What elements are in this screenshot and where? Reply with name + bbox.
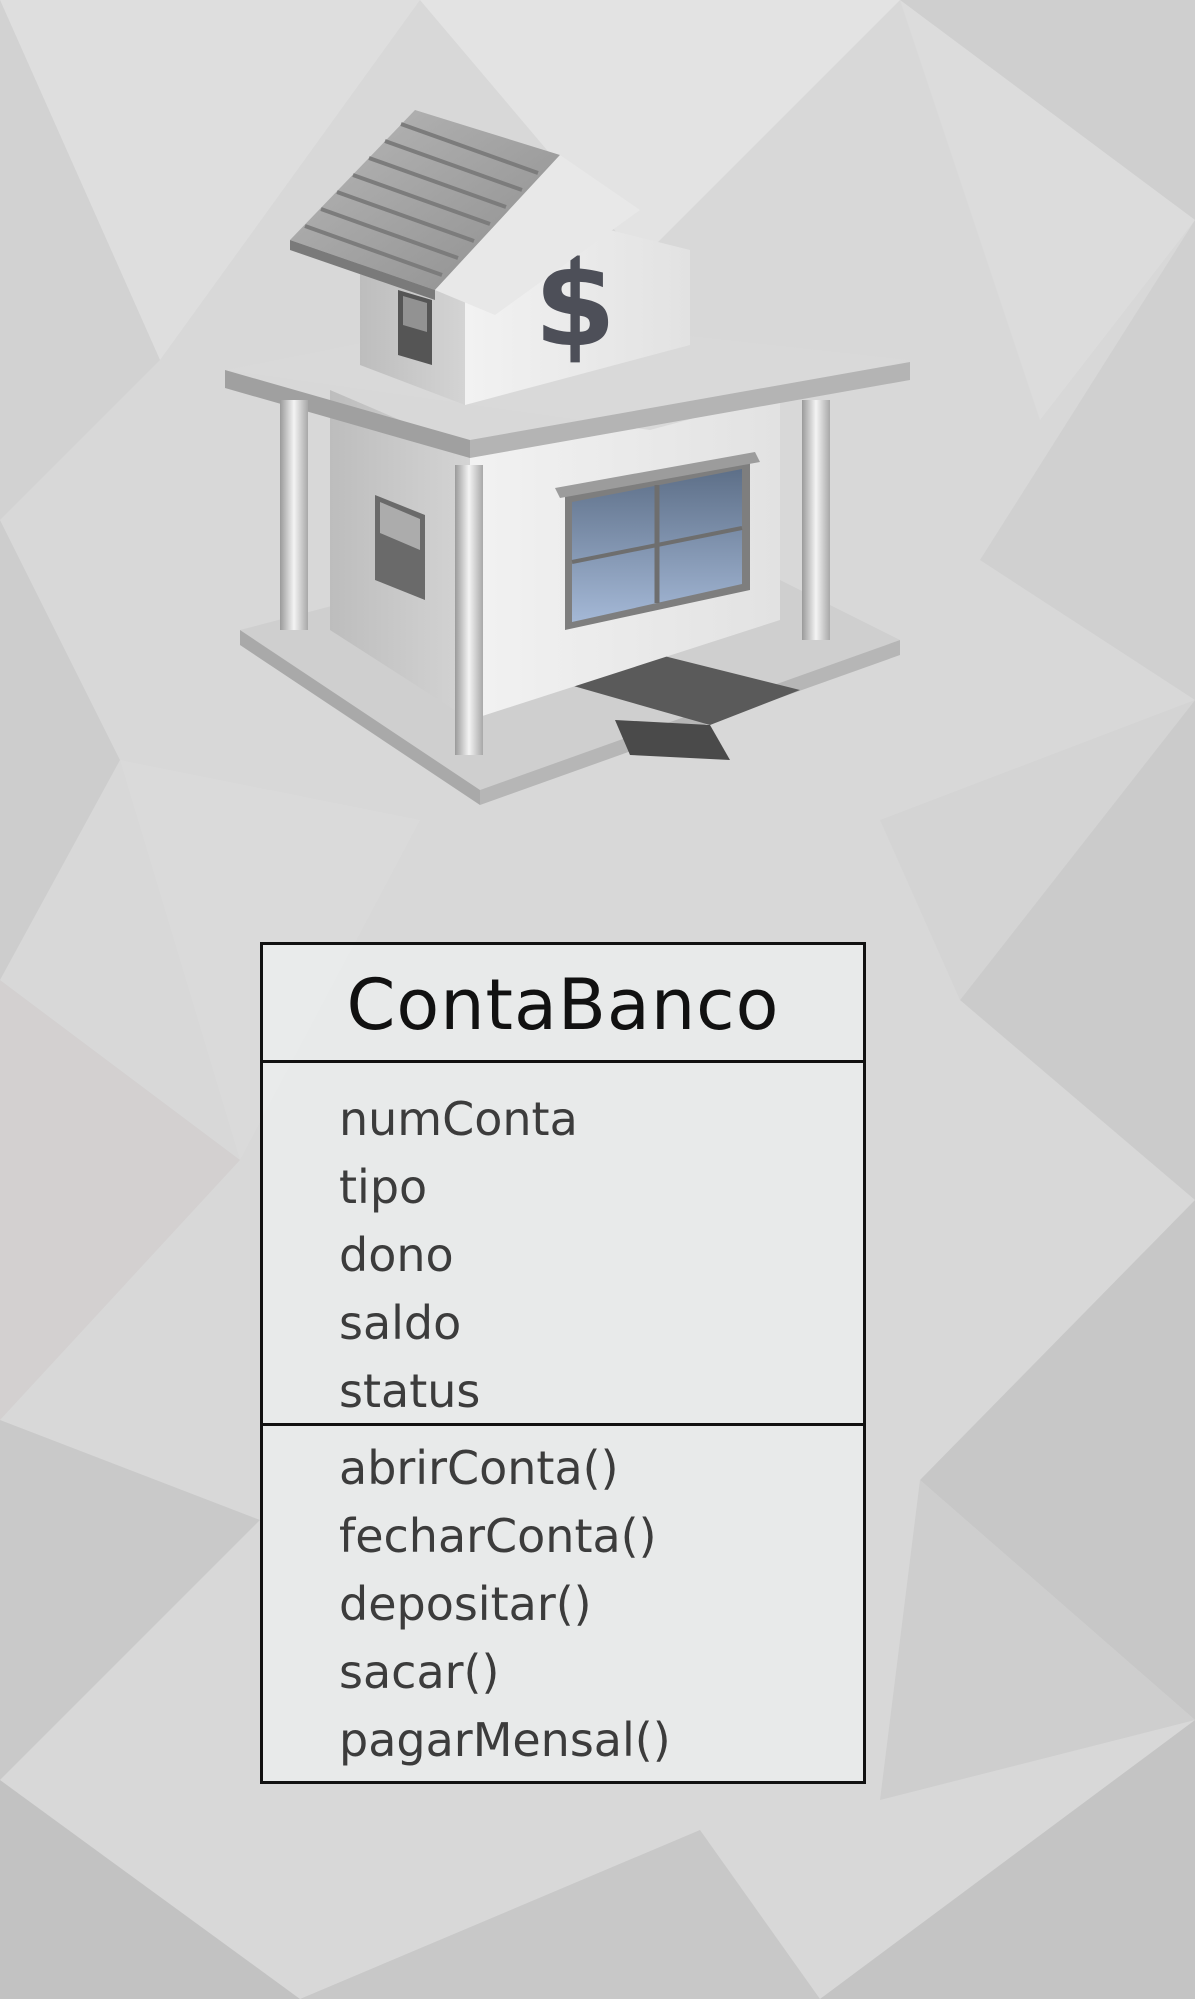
uml-class-box: ContaBanco numConta tipo dono saldo stat…	[260, 942, 866, 1784]
method-item: fecharConta()	[339, 1509, 657, 1563]
methods-section: abrirConta() fecharConta() depositar() s…	[263, 1426, 863, 1781]
class-name: ContaBanco	[263, 945, 863, 1063]
method-item: abrirConta()	[339, 1441, 619, 1495]
method-item: sacar()	[339, 1645, 500, 1699]
attributes-section: numConta tipo dono saldo status	[263, 1063, 863, 1426]
attribute-item: saldo	[339, 1296, 462, 1350]
method-item: depositar()	[339, 1577, 592, 1631]
attribute-item: tipo	[339, 1160, 428, 1214]
attribute-item: dono	[339, 1228, 454, 1282]
bank-building-icon: $	[225, 110, 910, 805]
attribute-item: numConta	[339, 1092, 578, 1146]
method-item: pagarMensal()	[339, 1713, 671, 1767]
attribute-item: status	[339, 1364, 481, 1418]
